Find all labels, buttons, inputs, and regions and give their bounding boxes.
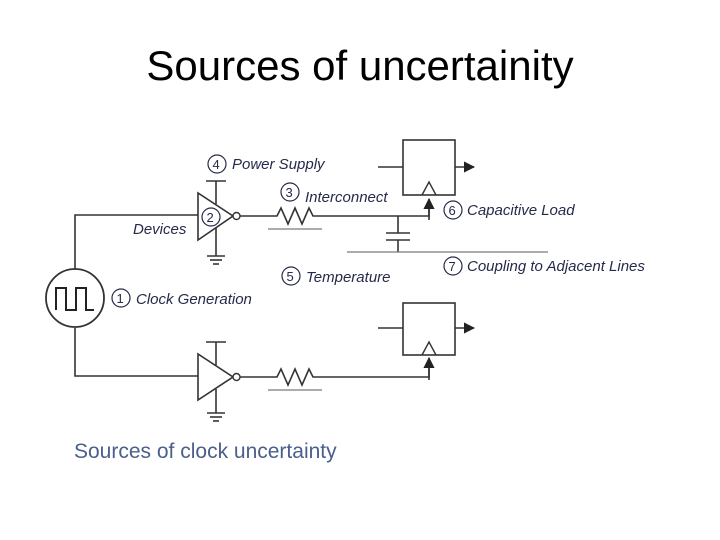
devices-label: Devices (133, 221, 187, 238)
marker-1: 1 (117, 291, 124, 306)
top-flip-flop (378, 139, 476, 220)
marker-4: 4 (213, 157, 220, 172)
coupling-label: Coupling to Adjacent Lines (467, 258, 645, 275)
capacitive-load-label: Capacitive Load (467, 202, 575, 219)
marker-5: 5 (287, 269, 294, 284)
coupling-capacitor (347, 216, 548, 253)
marker-7: 7 (449, 259, 456, 274)
label-capacitive-load: 6 Capacitive Load (443, 200, 575, 220)
bottom-flip-flop (378, 302, 476, 380)
clock-wire-top (74, 214, 198, 270)
label-devices: 2 Devices (133, 207, 221, 238)
slide-title: Sources of uncertainity (146, 42, 574, 89)
label-temperature: 5 Temperature (281, 266, 391, 286)
clock-generation-label: Clock Generation (136, 291, 252, 308)
label-coupling: 7 Coupling to Adjacent Lines (443, 256, 645, 276)
marker-3: 3 (286, 185, 293, 200)
marker-2: 2 (207, 210, 214, 225)
diagram-caption: Sources of clock uncertainty (74, 440, 337, 463)
label-power-supply: 4 Power Supply (207, 154, 326, 174)
top-buffer (197, 180, 241, 265)
marker-6: 6 (449, 203, 456, 218)
label-interconnect: 3 Interconnect (280, 182, 388, 206)
bottom-interconnect-resistor (240, 360, 430, 391)
clock-generator-symbol (45, 268, 105, 328)
clock-wire-bottom (74, 328, 198, 377)
label-clock-generation: 1 Clock Generation (111, 288, 252, 308)
temperature-label: Temperature (306, 269, 391, 286)
bottom-buffer (197, 341, 241, 422)
top-interconnect-resistor (240, 202, 430, 230)
power-supply-label: Power Supply (232, 156, 326, 173)
interconnect-label: Interconnect (305, 189, 388, 206)
